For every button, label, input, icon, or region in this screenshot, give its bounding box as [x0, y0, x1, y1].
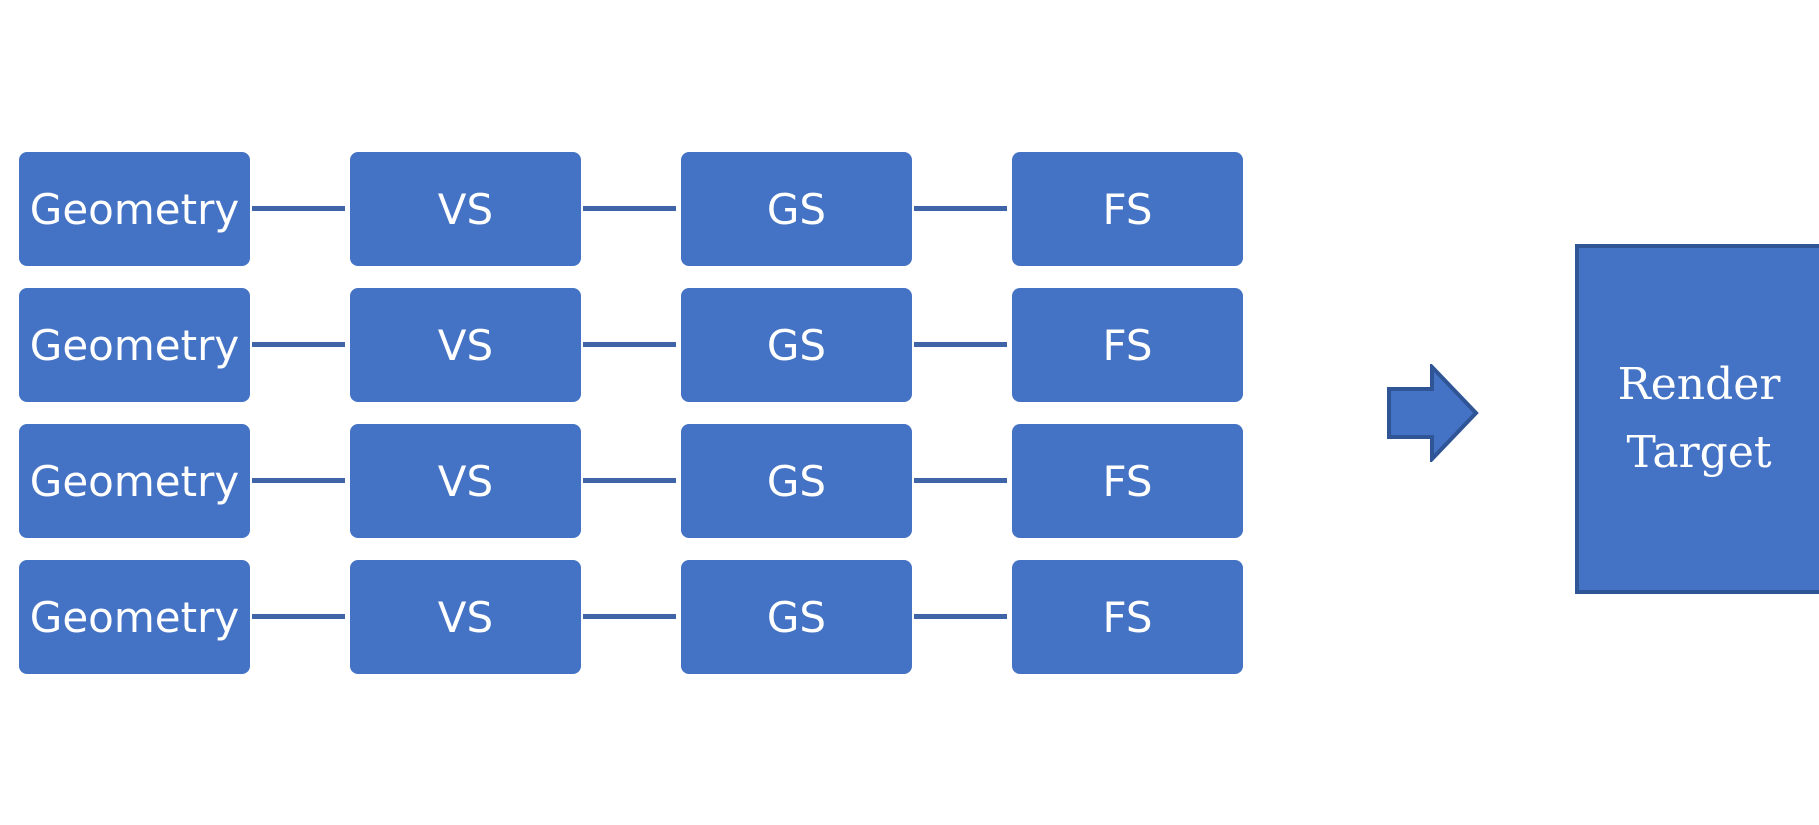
fs-box: FS — [1012, 424, 1243, 538]
geometry-box: Geometry — [19, 288, 250, 402]
render-target-label-line2: Target — [1626, 427, 1772, 478]
vs-box: VS — [350, 288, 581, 402]
connector-line — [914, 478, 1007, 483]
connector-line — [252, 206, 345, 211]
gs-box: GS — [681, 288, 912, 402]
gs-box: GS — [681, 152, 912, 266]
connector-line — [583, 614, 676, 619]
vs-box: VS — [350, 560, 581, 674]
geometry-box: Geometry — [19, 424, 250, 538]
fs-box: FS — [1012, 152, 1243, 266]
connector-line — [583, 206, 676, 211]
fs-box: FS — [1012, 288, 1243, 402]
render-target-box: Render Target — [1575, 244, 1819, 594]
fs-box: FS — [1012, 560, 1243, 674]
connector-line — [914, 342, 1007, 347]
geometry-box: Geometry — [19, 152, 250, 266]
connector-line — [583, 342, 676, 347]
gs-box: GS — [681, 560, 912, 674]
connector-line — [914, 614, 1007, 619]
vs-box: VS — [350, 152, 581, 266]
render-target-label-line1: Render — [1617, 359, 1781, 410]
gs-box: GS — [681, 424, 912, 538]
geometry-box: Geometry — [19, 560, 250, 674]
connector-line — [252, 342, 345, 347]
connector-line — [252, 614, 345, 619]
vs-box: VS — [350, 424, 581, 538]
connector-line — [583, 478, 676, 483]
right-arrow-icon — [1387, 364, 1479, 462]
connector-line — [252, 478, 345, 483]
connector-line — [914, 206, 1007, 211]
